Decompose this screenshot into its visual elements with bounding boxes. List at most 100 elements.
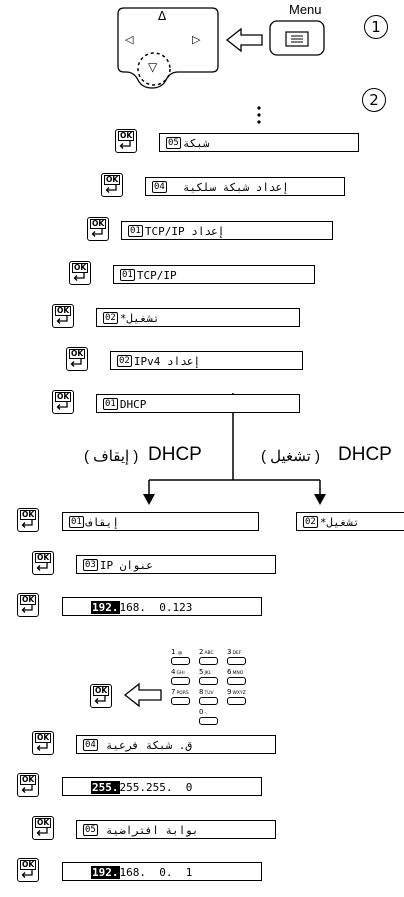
- menu-text: إعداد TCP/IP: [144, 225, 225, 238]
- menu-number: 01: [69, 516, 84, 528]
- menu-text: ق. شبكة فرعية: [105, 739, 192, 752]
- ok-button[interactable]: OK: [32, 731, 54, 755]
- ok-button[interactable]: OK: [52, 304, 74, 328]
- keypad-key-6[interactable]: [227, 677, 246, 685]
- ok-button[interactable]: OK: [115, 129, 137, 153]
- lcd-subnet-value: 255.255.255. 0: [62, 777, 262, 796]
- dpad-left-arrow[interactable]: ◁: [125, 33, 134, 46]
- return-arrow-icon: [21, 605, 33, 613]
- return-arrow-icon: [21, 785, 33, 793]
- menu-text: إعداد IPv4: [133, 355, 201, 368]
- ok-label: OK: [35, 553, 52, 563]
- keypad-key-5[interactable]: [199, 677, 218, 685]
- step-1-badge: 1: [364, 15, 388, 39]
- menu-text: عنوان IP: [99, 559, 153, 572]
- keypad-key-1[interactable]: [171, 657, 190, 665]
- menu-text: تشغيل: [326, 516, 360, 529]
- lcd-enabled: 02*تشغيل: [96, 308, 300, 327]
- menu-text: DHCP: [119, 398, 147, 411]
- menu-text: بوابة افتراضية: [105, 824, 199, 837]
- highlighted-octet: 192.: [91, 866, 120, 879]
- keypad-key-label: 7PQRS: [171, 688, 189, 696]
- lcd-on: 02*تشغيل: [296, 512, 404, 531]
- menu-text: TCP/IP: [136, 269, 177, 282]
- ok-button[interactable]: OK: [32, 816, 54, 840]
- lcd-gateway-value: 192.168. 0. 1: [62, 862, 262, 881]
- ok-label: OK: [93, 686, 110, 696]
- ok-button[interactable]: OK: [17, 773, 39, 797]
- keypad-key-8[interactable]: [199, 697, 218, 705]
- menu-text: إعداد شبكة سلكية: [182, 181, 289, 194]
- ok-button[interactable]: OK: [17, 593, 39, 617]
- keypad-key-label: 3DEF: [227, 648, 241, 656]
- ok-button[interactable]: OK: [90, 684, 112, 708]
- keypad-digit: 9: [227, 688, 232, 696]
- lcd-gateway: 05 بوابة افتراضية: [76, 820, 276, 839]
- ok-label: OK: [104, 175, 121, 185]
- keypad-digit: 7: [171, 688, 176, 696]
- ip-rest: 168. 0. 1: [119, 866, 193, 879]
- keypad-letters: -,: [204, 711, 208, 716]
- return-arrow-icon: [73, 273, 85, 281]
- ok-label: OK: [55, 306, 72, 316]
- keypad-letters: PQRS: [176, 691, 189, 696]
- keypad-key-label: 5JKL: [199, 668, 211, 676]
- keypad-key-label: 8TUV: [199, 688, 214, 696]
- return-arrow-icon: [91, 229, 103, 237]
- keypad-key-label: 4GHI: [171, 668, 185, 676]
- keypad-digit: 6: [227, 668, 232, 676]
- menu-number: 04: [83, 739, 98, 751]
- ok-label: OK: [20, 775, 37, 785]
- return-arrow-icon: [36, 743, 48, 751]
- keypad-letters: ABC: [204, 651, 214, 656]
- menu-text: شبكة: [182, 137, 210, 150]
- dpad-down-arrow[interactable]: ▽: [148, 60, 158, 74]
- ok-button[interactable]: OK: [17, 858, 39, 882]
- dhcp-off-paren: ( إيقاف ): [84, 448, 139, 465]
- lcd-wired-setup: 04 إعداد شبكة سلكية: [145, 177, 345, 196]
- menu-label: Menu: [289, 2, 322, 17]
- keypad-key-0[interactable]: [199, 717, 218, 725]
- keypad-letters: WXYZ: [232, 691, 246, 696]
- dpad-right-arrow[interactable]: ▷: [192, 33, 201, 46]
- keypad-digit: 0: [199, 708, 204, 716]
- keypad-key-label: 1.@: [171, 648, 182, 656]
- menu-text: تشغيل: [126, 312, 160, 325]
- menu-number: 01: [128, 225, 143, 237]
- menu-text: إيقاف: [85, 516, 119, 529]
- ok-button[interactable]: OK: [32, 551, 54, 575]
- keypad-letters: MNO: [232, 671, 244, 676]
- menu-number: 03: [83, 559, 98, 571]
- ok-button[interactable]: OK: [87, 217, 109, 241]
- ok-label: OK: [35, 818, 52, 828]
- keypad-key-7[interactable]: [171, 697, 190, 705]
- ok-label: OK: [118, 131, 135, 141]
- return-arrow-icon: [36, 828, 48, 836]
- ok-button[interactable]: OK: [52, 390, 74, 414]
- menu-number: 04: [152, 181, 167, 193]
- keypad-key-4[interactable]: [171, 677, 190, 685]
- keypad-key-2[interactable]: [199, 657, 218, 665]
- menu-number: 01: [103, 398, 118, 410]
- keypad-key-label: 0-,: [199, 708, 208, 716]
- ok-button[interactable]: OK: [69, 261, 91, 285]
- keypad-key-9[interactable]: [227, 697, 246, 705]
- ok-button[interactable]: OK: [17, 508, 39, 532]
- dhcp-on-label: DHCP: [338, 444, 392, 465]
- keypad-key-3[interactable]: [227, 657, 246, 665]
- ok-button[interactable]: OK: [66, 347, 88, 371]
- keypad-digit: 4: [171, 668, 176, 676]
- keypad-key-label: 6MNO: [227, 668, 243, 676]
- ok-label: OK: [69, 349, 86, 359]
- menu-number: 02: [303, 516, 318, 528]
- star-marker: *: [319, 516, 327, 529]
- dpad-up-arrow[interactable]: Δ: [158, 9, 167, 23]
- ok-label: OK: [35, 733, 52, 743]
- menu-number: 05: [83, 824, 98, 836]
- ok-button[interactable]: OK: [101, 173, 123, 197]
